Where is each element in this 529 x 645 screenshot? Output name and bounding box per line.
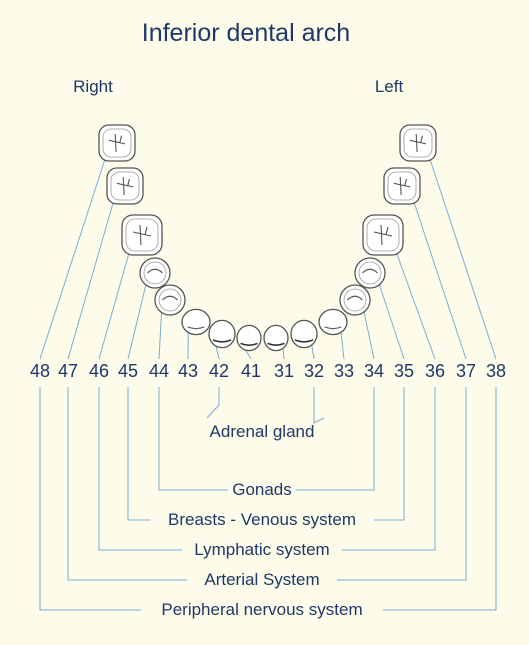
left-side-label: Left <box>375 77 404 96</box>
tooth-connector-45 <box>128 281 147 359</box>
tooth-35 <box>355 258 385 288</box>
tooth-41 <box>237 325 261 350</box>
tooth-47 <box>107 168 143 204</box>
organ-label: Gonads <box>232 480 292 499</box>
tooth-32 <box>291 320 317 347</box>
diagram-title: Inferior dental arch <box>142 19 350 47</box>
connector-35 <box>374 387 404 520</box>
tooth-number-42: 42 <box>209 361 229 381</box>
teeth-group <box>99 125 436 351</box>
tooth-48 <box>99 125 135 161</box>
tooth-36 <box>363 215 403 255</box>
right-side-label: Right <box>73 77 113 96</box>
organ-label: Peripheral nervous system <box>161 600 362 619</box>
tooth-33 <box>319 309 347 334</box>
connector-38 <box>383 387 496 610</box>
tooth-31 <box>264 325 288 350</box>
tooth-connector-36 <box>394 246 435 359</box>
tooth-connector-48 <box>40 153 107 359</box>
tooth-connector-35 <box>378 281 404 359</box>
tooth-number-33: 33 <box>334 361 354 381</box>
tooth-number-47: 47 <box>58 361 78 381</box>
tooth-number-34: 34 <box>364 361 384 381</box>
tooth-connector-38 <box>428 153 496 359</box>
tooth-number-38: 38 <box>486 361 506 381</box>
tooth-44 <box>155 285 185 315</box>
connector-48 <box>40 387 141 610</box>
connector-adrenal-right <box>207 387 219 418</box>
tooth-46 <box>122 215 162 255</box>
tooth-37 <box>384 168 420 204</box>
tooth-connector-34 <box>363 308 374 359</box>
organ-label: Arterial System <box>204 570 319 589</box>
tooth-connector-46 <box>99 246 131 359</box>
tooth-number-36: 36 <box>425 361 445 381</box>
tooth-number-31: 31 <box>274 361 294 381</box>
tooth-number-46: 46 <box>89 361 109 381</box>
tooth-connector-33 <box>341 330 344 359</box>
tooth-number-43: 43 <box>178 361 198 381</box>
tooth-connector-47 <box>68 196 115 359</box>
tooth-34 <box>340 285 370 315</box>
tooth-connector-44 <box>159 308 162 359</box>
organ-label: Breasts - Venous system <box>168 510 356 529</box>
tooth-number-41: 41 <box>241 361 261 381</box>
connector-45 <box>128 387 150 520</box>
organ-label: Lymphatic system <box>194 540 329 559</box>
connector-adrenal-left <box>314 387 324 423</box>
tooth-number-44: 44 <box>149 361 169 381</box>
organ-label: Adrenal gland <box>210 422 315 441</box>
connector-37 <box>337 387 466 580</box>
tooth-numbers: 48 47 46 45 44 43 42 41 31 32 33 34 35 36 37 38 <box>30 361 506 381</box>
tooth-number-35: 35 <box>394 361 414 381</box>
tooth-number-32: 32 <box>304 361 324 381</box>
tooth-connector-37 <box>412 196 466 359</box>
tooth-42 <box>209 320 235 347</box>
tooth-number-48: 48 <box>30 361 50 381</box>
tooth-number-37: 37 <box>456 361 476 381</box>
tooth-45 <box>140 258 170 288</box>
tooth-number-45: 45 <box>118 361 138 381</box>
tooth-38 <box>400 125 436 161</box>
tooth-43 <box>182 309 210 334</box>
